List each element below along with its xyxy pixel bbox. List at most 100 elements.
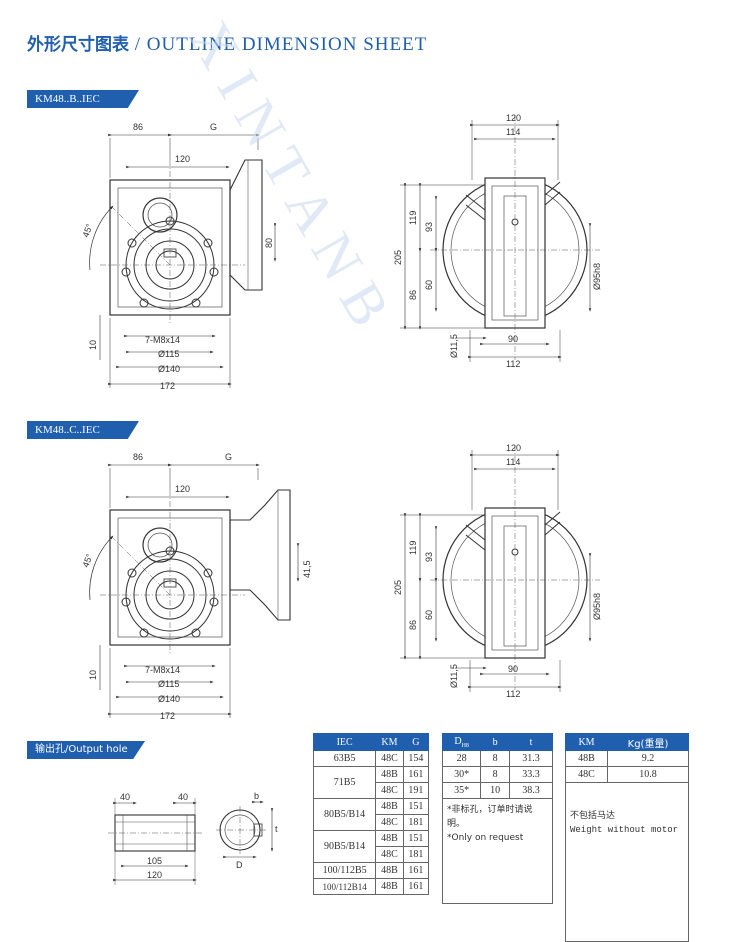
g-cell: 181 xyxy=(402,846,430,863)
table-row: 100/112B14 48B 161 xyxy=(312,878,430,895)
out-dim-b: b xyxy=(254,791,259,801)
hole-table: DH8 b t 28 8 31.3 30* 8 33.3 35* 10 38.3… xyxy=(441,733,554,904)
km-cell: 48C xyxy=(375,846,404,863)
table-row: 48C 181 xyxy=(314,814,430,831)
hole-note: *非标孔，订单时请说明。 *Only on request xyxy=(442,798,553,904)
dim-c-115: Ø115 xyxy=(158,679,179,689)
table-row: 28 8 31.3 xyxy=(441,750,554,767)
weight-note-zh: 不包括马达 xyxy=(570,811,616,821)
km-cell: 48B xyxy=(375,830,404,847)
km-cell: 48B xyxy=(375,862,404,879)
out-dim-105: 105 xyxy=(147,856,162,866)
drawing-b-front-view: 120 114 205 119 93 86 60 Ø95h8 Ø11,5 90 … xyxy=(393,113,602,369)
dim-b-g: G xyxy=(210,122,217,132)
header-h8-text: H8 xyxy=(461,742,469,749)
weight-table: KM Kg(重量) 48B 9.2 48C 10.8 不包括马达 Weight … xyxy=(564,733,689,942)
iec-cell: 100/112B14 xyxy=(312,878,377,895)
d-cell: 28 xyxy=(441,750,482,767)
table-row: 30* 8 33.3 xyxy=(441,766,554,783)
km-cell: 48C xyxy=(564,766,609,783)
dim-b-front-120: 120 xyxy=(506,113,521,123)
iec-header-iec: IEC xyxy=(312,733,377,751)
dim-b-172: 172 xyxy=(160,381,175,391)
table-row: 100/112B5 48B 161 xyxy=(312,862,430,879)
hole-header-t: t xyxy=(508,733,554,751)
dim-b-86: 86 xyxy=(133,122,143,132)
dim-c-holes: 7-M8x14 xyxy=(145,665,180,675)
out-dim-t: t xyxy=(275,824,278,834)
km-cell: 48C xyxy=(375,782,404,799)
dim-b-10: 10 xyxy=(88,340,98,350)
out-dim-120: 120 xyxy=(147,870,162,880)
d-cell: 35* xyxy=(441,782,482,799)
hole-header-d: DH8 xyxy=(441,733,482,751)
table-row: 35* 10 38.3 xyxy=(441,782,554,799)
iec-cell: 80B5/B14 xyxy=(312,798,377,831)
g-cell: 161 xyxy=(402,766,430,783)
hole-note-zh: *非标孔，订单时请说明。 xyxy=(447,805,533,829)
dim-b-front-90: 90 xyxy=(508,334,518,344)
section-tag-b: KM48..B..IEC xyxy=(27,90,139,108)
table-row: 48B 9.2 xyxy=(564,750,689,767)
b-cell: 8 xyxy=(480,750,510,767)
dim-c-140: Ø140 xyxy=(158,694,180,704)
g-cell: 161 xyxy=(402,862,430,879)
dim-c-41: 41,5 xyxy=(302,560,312,578)
dim-c-g: G xyxy=(225,452,232,462)
iec-header-g: G xyxy=(402,733,430,751)
dim-b-front-11: Ø11,5 xyxy=(449,334,459,358)
b-cell: 10 xyxy=(480,782,510,799)
dim-b-front-112: 112 xyxy=(506,359,520,369)
dim-b-front-119: 119 xyxy=(408,211,418,225)
title-en: OUTLINE DIMENSION SHEET xyxy=(146,34,428,55)
dim-b-front-95: Ø95h8 xyxy=(592,263,602,290)
t-cell: 33.3 xyxy=(508,766,554,783)
km-cell: 48C xyxy=(375,814,404,831)
weight-header-km: KM xyxy=(564,733,609,751)
t-cell: 31.3 xyxy=(508,750,554,767)
dim-c-front-93: 93 xyxy=(424,552,434,562)
outline-dimension-page: 外形尺寸图表 / OUTLINE DIMENSION SHEET KM48..B… xyxy=(27,10,689,942)
g-cell: 154 xyxy=(402,750,430,767)
dim-c-front-205: 205 xyxy=(393,580,403,595)
dim-c-front-112: 112 xyxy=(506,689,520,699)
iec-cell: 90B5/B14 xyxy=(312,830,377,863)
drawing-b-side-view: 86 G 120 80 45° 10 7-M8x14 Ø115 Ø140 172 xyxy=(80,122,277,391)
dim-b-120: 120 xyxy=(175,154,190,164)
g-cell: 151 xyxy=(402,798,430,815)
km-cell: 48B xyxy=(375,766,404,783)
kg-cell: 10.8 xyxy=(607,766,689,783)
dim-c-120: 120 xyxy=(175,484,190,494)
dim-c-front-119: 119 xyxy=(408,541,418,555)
table-row: 80B5/B14 48B 151 xyxy=(312,798,430,831)
weight-note: 不包括马达 Weight without motor xyxy=(565,782,689,942)
table-row: 48C 191 xyxy=(314,782,430,799)
dim-c-front-95: Ø95h8 xyxy=(592,593,602,620)
dim-b-115: Ø115 xyxy=(158,349,179,359)
iec-table: IEC KM G 63B5 48C 154 71B5 48B 161 48C 1… xyxy=(312,733,430,895)
dim-c-front-120: 120 xyxy=(506,443,521,453)
km-cell: 48C xyxy=(375,750,404,767)
title-separator: / xyxy=(129,34,147,55)
out-dim-d: D xyxy=(236,860,243,870)
dim-c-172: 172 xyxy=(160,711,175,721)
technical-drawings: 86 G 120 80 45° 10 7-M8x14 Ø115 Ø140 172… xyxy=(80,113,602,885)
section-tag-output: 输出孔/Output hole xyxy=(27,741,145,759)
dim-b-80: 80 xyxy=(264,238,274,248)
table-row: 90B5/B14 48B 151 xyxy=(312,830,430,863)
dim-c-86: 86 xyxy=(133,452,143,462)
km-cell: 48B xyxy=(375,878,404,895)
dim-c-front-90: 90 xyxy=(508,664,518,674)
table-row: 48C 10.8 xyxy=(564,766,689,783)
output-hole-drawing: 40 40 105 120 b t D xyxy=(108,791,278,885)
dim-b-140: Ø140 xyxy=(158,364,180,374)
km-cell: 48B xyxy=(564,750,609,767)
hole-note-en: *Only on request xyxy=(447,833,524,843)
dim-b-45deg: 45° xyxy=(80,222,94,239)
dim-c-10: 10 xyxy=(88,670,98,680)
dim-b-holes: 7-M8x14 xyxy=(145,335,180,345)
kg-cell: 9.2 xyxy=(607,750,689,767)
section-tag-c: KM48..C..IEC xyxy=(27,421,139,439)
title-zh: 外形尺寸图表 xyxy=(27,35,129,55)
g-cell: 161 xyxy=(402,878,430,895)
